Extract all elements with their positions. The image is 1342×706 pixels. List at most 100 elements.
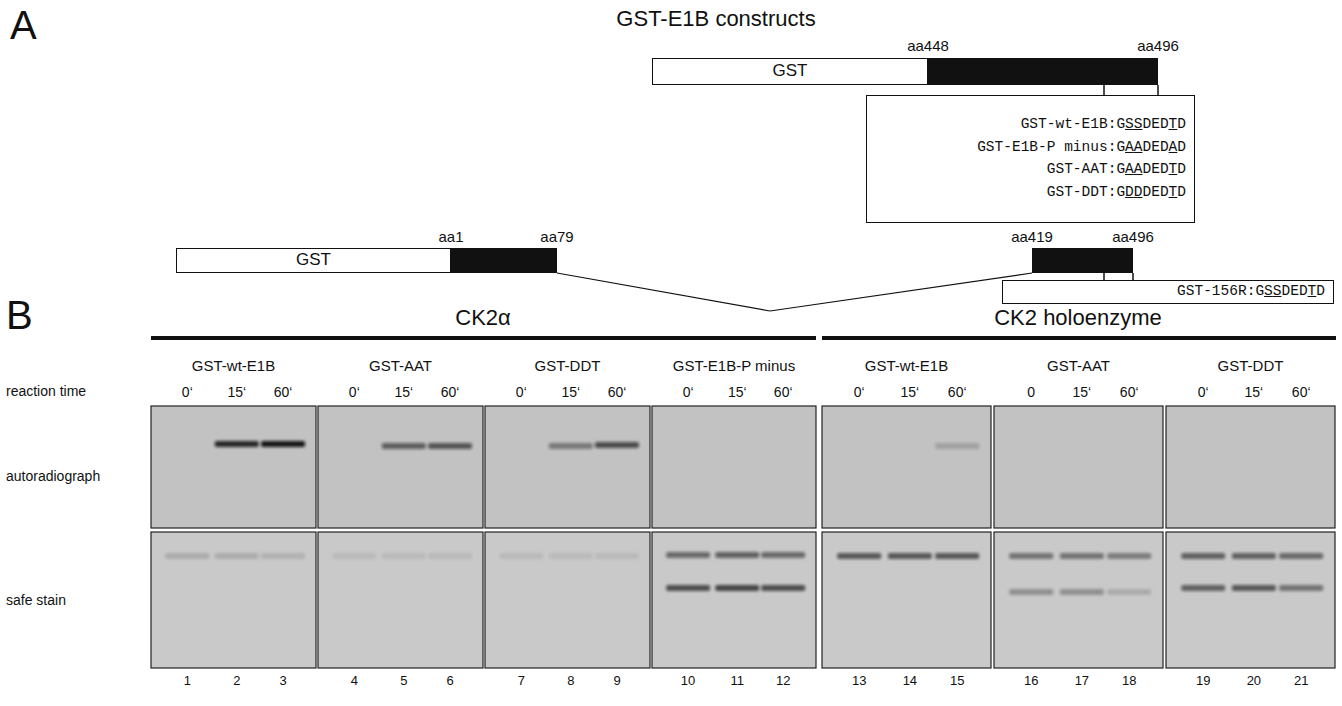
- time-label: 60‘: [441, 384, 460, 400]
- residue-label: aa419: [1011, 228, 1053, 245]
- gel-band: [382, 443, 426, 449]
- autoradiograph-panel: [318, 406, 483, 528]
- sequence-box: GST-wt-E1B:GSSDEDTD GST-E1B-P minus:GAADE…: [866, 95, 1195, 223]
- gel-band: [935, 443, 979, 449]
- lane-number: 4: [351, 674, 358, 689]
- time-label: 15‘: [901, 384, 920, 400]
- time-label: 0‘: [349, 384, 360, 400]
- time-label: 15‘: [561, 384, 580, 400]
- residue-label: aa1: [438, 228, 463, 245]
- group-label: CK2α: [455, 305, 511, 330]
- sequence-text: GST-156R:GSSDEDTD: [1011, 284, 1325, 300]
- e1b-segment: [451, 248, 557, 273]
- time-label: 60‘: [274, 384, 293, 400]
- time-label: 0‘: [854, 384, 865, 400]
- autoradiograph-panel: [1166, 406, 1335, 528]
- gel-band: [666, 585, 710, 591]
- gel-band: [332, 553, 376, 559]
- lane-number: 7: [518, 674, 525, 689]
- time-label: 15‘: [227, 384, 246, 400]
- lane-number: 9: [613, 674, 620, 689]
- gel-band: [261, 441, 305, 447]
- lane-number: 18: [1122, 674, 1136, 689]
- sequence-text: GST-wt-E1B:GSSDEDTD: [875, 117, 1186, 133]
- stain-panel: [151, 532, 316, 668]
- time-label: 60‘: [774, 384, 793, 400]
- residue-label: aa448: [907, 37, 949, 54]
- row-label: reaction time: [6, 383, 86, 399]
- lane-number: 17: [1075, 674, 1089, 689]
- bracket-line: [1103, 273, 1105, 280]
- autoradiograph-panel: [151, 406, 316, 528]
- lane-number: 14: [903, 674, 917, 689]
- lane-number: 8: [567, 674, 574, 689]
- time-label: 60‘: [1120, 384, 1139, 400]
- row-label: autoradiograph: [6, 468, 100, 484]
- panel-title: GST-E1B constructs: [616, 6, 815, 31]
- gel-band: [761, 585, 805, 591]
- gel-band: [595, 553, 639, 559]
- lane-number: 13: [852, 674, 866, 689]
- lane-number: 11: [731, 674, 745, 689]
- gel-band: [1009, 553, 1053, 559]
- splice-line: [557, 273, 1032, 311]
- autoradiograph-panel: [485, 406, 650, 528]
- e1b-segment: [928, 58, 1158, 85]
- group-bar: [151, 336, 816, 340]
- gel-band: [215, 441, 259, 447]
- panel-letter: A: [10, 2, 37, 48]
- time-label: 0‘: [182, 384, 193, 400]
- time-label: 60‘: [608, 384, 627, 400]
- gel-band: [837, 553, 881, 559]
- lane-number: 12: [776, 674, 790, 689]
- gel-band: [215, 553, 259, 559]
- gel-band: [165, 553, 209, 559]
- gel-band: [382, 553, 426, 559]
- bracket-line: [1103, 85, 1105, 95]
- gst-box: GST: [176, 248, 451, 273]
- gel-band: [1060, 553, 1104, 559]
- residue-label: aa496: [1137, 37, 1179, 54]
- lane-number: 2: [233, 674, 240, 689]
- gel-band: [1060, 589, 1104, 595]
- gel-band: [1107, 589, 1151, 595]
- construct-label: GST-wt-E1B: [192, 357, 275, 374]
- stain-panel: [822, 532, 991, 668]
- autoradiograph-panel: [652, 406, 816, 528]
- gel-band: [1009, 589, 1053, 595]
- time-label: 15‘: [394, 384, 413, 400]
- sequence-text: GST-E1B-P minus:GAADEDAD: [875, 140, 1186, 156]
- group-label: CK2 holoenzyme: [994, 305, 1162, 330]
- gel-band: [715, 552, 759, 558]
- stain-panel: [1166, 532, 1335, 668]
- lane-number: 6: [446, 674, 453, 689]
- bracket-line: [1132, 273, 1134, 280]
- lane-number: 10: [681, 674, 695, 689]
- gel-band: [1181, 585, 1225, 591]
- gel-band: [1181, 553, 1225, 559]
- group-bar: [822, 336, 1336, 340]
- lane-number: 16: [1024, 674, 1038, 689]
- box-label: GST: [181, 251, 446, 270]
- panel-letter: B: [6, 292, 33, 338]
- box-label: GST: [657, 62, 923, 81]
- gel-band: [428, 553, 472, 559]
- residue-label: aa496: [1112, 228, 1154, 245]
- gst-box: GST: [652, 58, 928, 85]
- lane-number: 15: [950, 674, 964, 689]
- sequence-box: GST-156R:GSSDEDTD: [1002, 280, 1334, 304]
- time-label: 60‘: [1292, 384, 1311, 400]
- gel-band: [549, 553, 593, 559]
- gel-band: [761, 552, 805, 558]
- time-label: 0‘: [683, 384, 694, 400]
- autoradiograph-panel: [822, 406, 991, 528]
- gel-band: [549, 443, 593, 449]
- construct-label: GST-AAT: [1047, 357, 1110, 374]
- residue-label: aa79: [540, 228, 573, 245]
- gel-band: [666, 552, 710, 558]
- lane-number: 19: [1196, 674, 1210, 689]
- sequence-text: GST-AAT:GAADEDTD: [875, 162, 1186, 178]
- gel-band: [1279, 553, 1323, 559]
- time-label: 60‘: [948, 384, 967, 400]
- lane-number: 1: [184, 674, 191, 689]
